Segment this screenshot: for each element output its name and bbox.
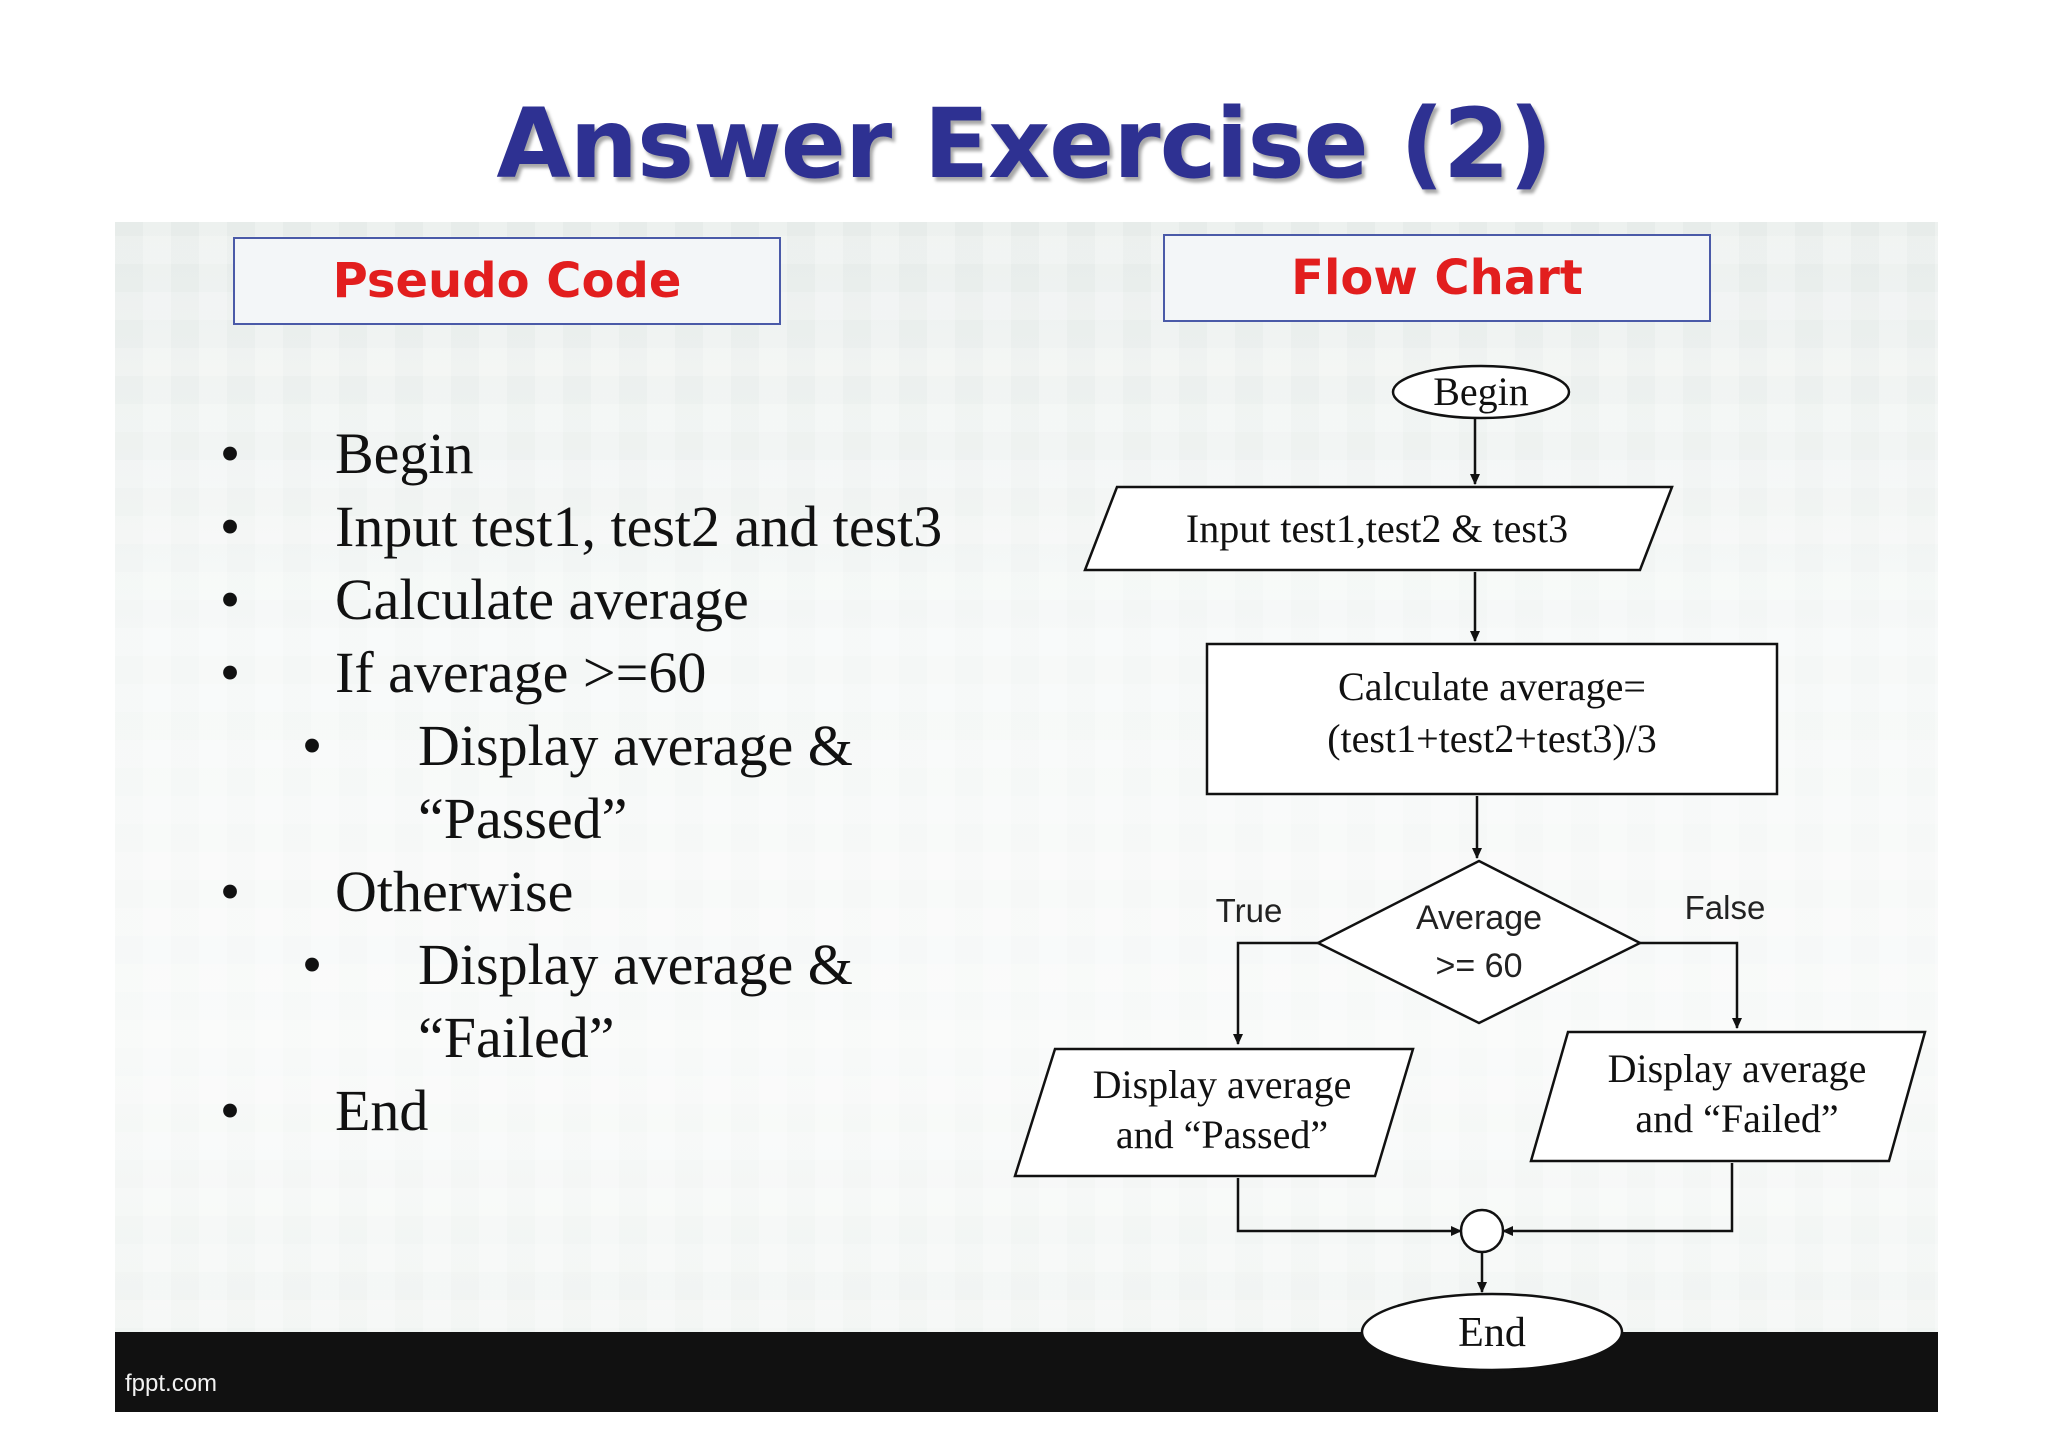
process-label-line2: (test1+test2+test3)/3 (1327, 716, 1657, 761)
pseudo-step: • If average >=60 (215, 636, 955, 709)
merge-connector (1459, 1208, 1505, 1254)
bullet-icon: • (301, 713, 323, 778)
flowchart: Begin Input test1,test2 & test3 Calculat… (1013, 364, 1927, 1372)
pseudo-code-label: Pseudo Code (332, 253, 682, 309)
connector-false-branch (1640, 941, 1742, 1029)
true-branch-label: True (1216, 892, 1283, 929)
pseudo-step: • Begin (215, 417, 955, 490)
output-failed-parallelogram (1529, 1030, 1927, 1163)
process-label-line1: Calculate average= (1338, 664, 1646, 709)
output-failed-line1: Display average (1608, 1046, 1867, 1091)
flow-chart-header: Flow Chart (1163, 234, 1711, 322)
output-passed-line2: and “Passed” (1116, 1112, 1328, 1157)
pseudo-step-text: If average >=60 (335, 640, 707, 705)
end-terminator (1360, 1292, 1624, 1372)
decision-diamond (1315, 859, 1643, 1025)
pseudo-code-list: • Begin • Input test1, test2 and test3 • Ca… (215, 417, 978, 1147)
footer-bar (115, 1332, 1938, 1412)
bullet-icon: • (219, 640, 241, 705)
pseudo-step-text: Calculate average (335, 567, 749, 632)
process-box (1205, 642, 1779, 796)
begin-terminator (1391, 364, 1571, 420)
end-label: End (1458, 1310, 1526, 1356)
pseudo-step: • End (215, 1074, 955, 1147)
output-passed-parallelogram (1013, 1047, 1415, 1178)
pseudo-step-text: Begin (335, 421, 474, 486)
flow-chart-label: Flow Chart (1291, 250, 1583, 306)
content-panel: Pseudo Code Flow Chart • Begin • Input tes… (115, 222, 1938, 1412)
output-failed-line2: and “Failed” (1635, 1096, 1838, 1141)
footer-text: fppt.com (125, 1370, 218, 1397)
bullet-icon: • (219, 1078, 241, 1143)
false-branch-label: False (1685, 889, 1766, 926)
output-passed-line1: Display average (1093, 1062, 1352, 1107)
bullet-icon: • (219, 859, 241, 924)
pseudo-step-text: Input test1, test2 and test3 (335, 494, 943, 559)
decision-label-line1: Average (1416, 899, 1542, 937)
input-label: Input test1,test2 & test3 (1186, 506, 1568, 551)
pseudo-step-text: Display average & “Passed” (418, 713, 853, 851)
pseudo-step: • Otherwise (215, 855, 955, 928)
input-parallelogram (1083, 485, 1674, 572)
pseudo-substep: • Display average & “Passed” (215, 709, 978, 855)
pseudo-substep: • Display average & “Failed” (215, 928, 978, 1074)
pseudo-code-header: Pseudo Code (233, 237, 781, 325)
pseudo-step: • Calculate average (215, 563, 955, 636)
bullet-icon: • (301, 932, 323, 997)
pseudo-step-text: End (335, 1078, 429, 1143)
connector-passed-merge (1236, 1178, 1462, 1236)
pseudo-step: • Input test1, test2 and test3 (215, 490, 955, 563)
bullet-icon: • (219, 567, 241, 632)
slide-title: Answer Exercise (2) (496, 88, 1552, 200)
bullet-icon: • (219, 421, 241, 486)
pseudo-step-text: Otherwise (335, 859, 574, 924)
bullet-icon: • (219, 494, 241, 559)
decision-label-line2: >= 60 (1436, 947, 1523, 985)
connector-true-branch (1233, 941, 1318, 1045)
connector-failed-merge (1502, 1163, 1734, 1236)
begin-label: Begin (1433, 369, 1529, 414)
pseudo-step-text: Display average & “Failed” (418, 932, 853, 1070)
